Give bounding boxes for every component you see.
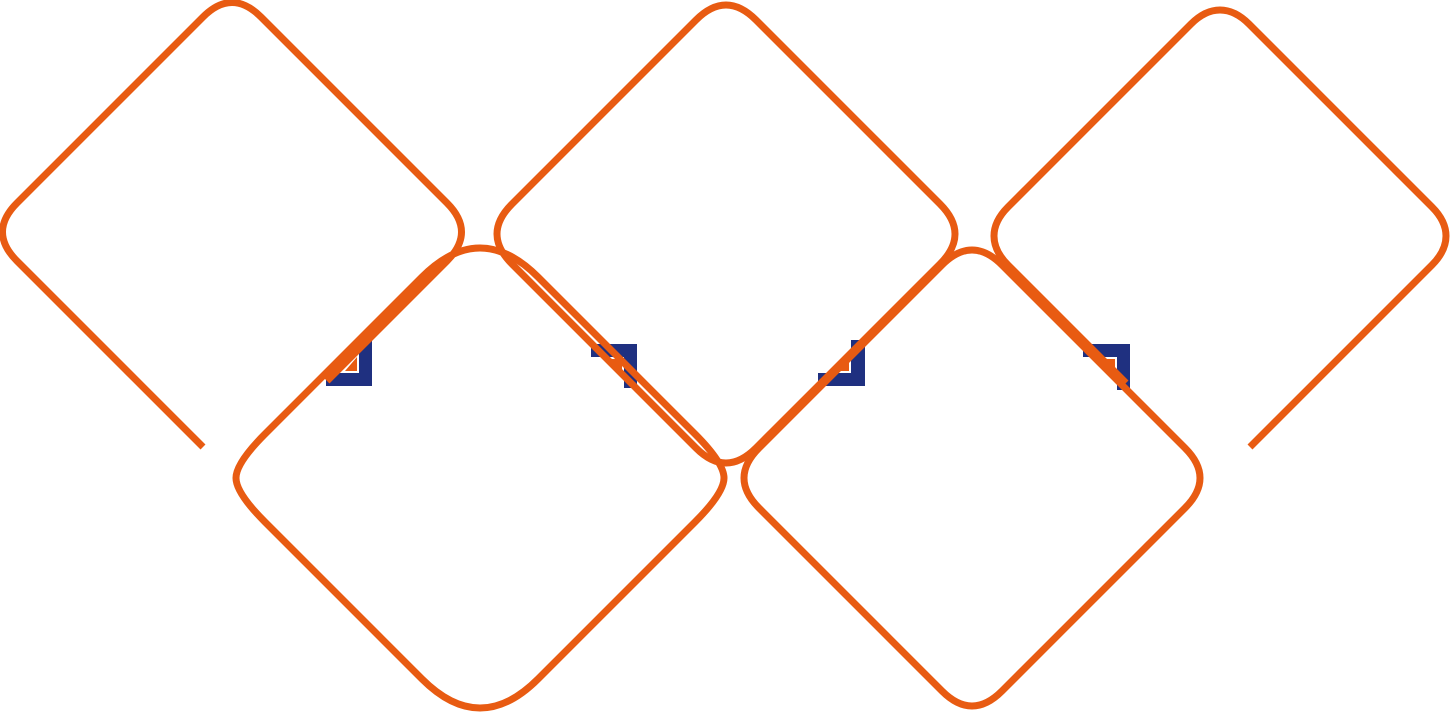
connector-notch xyxy=(345,357,357,371)
diamond-5 xyxy=(990,6,1450,450)
diamond-1 xyxy=(0,0,465,450)
diamond-2 xyxy=(232,244,728,712)
diamond-3 xyxy=(493,1,959,467)
diamond-4 xyxy=(740,246,1204,710)
